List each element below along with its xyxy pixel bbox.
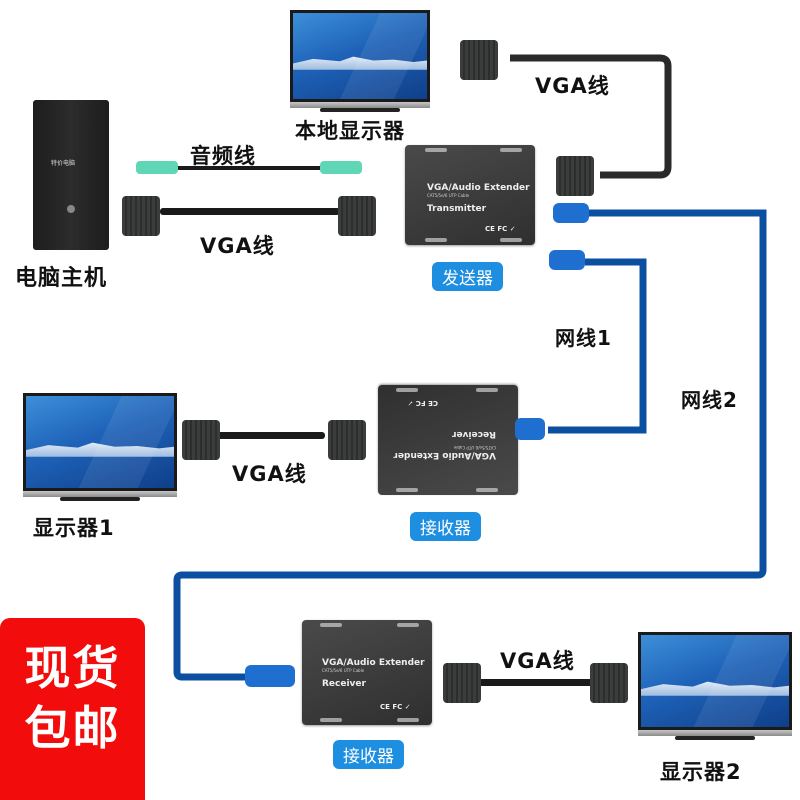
device-type: Receiver xyxy=(452,429,496,439)
device-type: Receiver xyxy=(322,679,366,689)
vga-cable-monitor1-label: VGA线 xyxy=(232,462,307,486)
monitor-2 xyxy=(638,632,792,740)
pc-tower: 特价电脑 xyxy=(33,100,109,250)
audio-plug xyxy=(320,161,362,174)
promo-line-1: 现货 xyxy=(24,641,121,695)
device-cable-spec: CAT5/5e/6 UTP Cable xyxy=(322,668,365,673)
receiver-1-badge: 接收器 xyxy=(410,512,481,541)
vga-connector xyxy=(122,196,160,236)
monitor-1-label: 显示器1 xyxy=(33,516,115,540)
vga-cable-pc-label: VGA线 xyxy=(200,234,275,258)
device-cable-spec: CAT5/5e/6 UTP Cable xyxy=(453,445,496,450)
pc-front-text: 特价电脑 xyxy=(51,160,76,167)
vga-connector xyxy=(443,663,481,703)
rj45-plug xyxy=(549,250,585,270)
cert-marks: CE FC ✓ xyxy=(407,399,438,407)
vga-cable-monitor2-label: VGA线 xyxy=(500,649,575,673)
vga-cable-monitor2 xyxy=(475,679,595,686)
network-cable-2 xyxy=(173,209,767,681)
transmitter-badge: 发送器 xyxy=(432,262,503,291)
vga-connector xyxy=(338,196,376,236)
transmitter-device: VGA/Audio Extender CAT5/5e/6 UTP Cable T… xyxy=(405,145,535,245)
network-cable-2-label: 网线2 xyxy=(681,388,738,412)
cert-marks: CE FC ✓ xyxy=(485,225,516,233)
receiver-1-device: VGA/Audio Extender CAT5/5e/6 UTP Cable R… xyxy=(378,385,518,495)
network-cable-1-label: 网线1 xyxy=(555,326,612,350)
vga-connector xyxy=(328,420,366,460)
network-cable-1 xyxy=(548,258,647,434)
receiver-2-badge: 接收器 xyxy=(333,740,404,769)
vga-cable-pc xyxy=(160,208,340,215)
device-model: VGA/Audio Extender xyxy=(427,183,530,193)
device-model: VGA/Audio Extender xyxy=(393,450,496,460)
device-type: Transmitter xyxy=(427,204,487,214)
receiver-2-device: VGA/Audio Extender CAT5/5e/6 UTP Cable R… xyxy=(302,620,432,725)
vga-connector xyxy=(182,420,220,460)
device-model: VGA/Audio Extender xyxy=(322,658,425,668)
rj45-plug xyxy=(245,665,295,687)
vga-connector xyxy=(460,40,498,80)
promo-line-2: 包邮 xyxy=(24,701,121,755)
monitor-2-label: 显示器2 xyxy=(660,760,742,784)
vga-connector xyxy=(556,156,594,196)
cert-marks: CE FC ✓ xyxy=(380,703,411,711)
audio-cable xyxy=(165,166,325,170)
vga-cable-local xyxy=(510,54,672,179)
audio-plug xyxy=(136,161,178,174)
device-cable-spec: CAT5/5e/6 UTP Cable xyxy=(427,193,470,198)
promo-banner: 现货 包邮 xyxy=(0,618,145,800)
local-monitor xyxy=(290,10,430,112)
vga-cable-monitor1 xyxy=(215,432,325,439)
local-monitor-label: 本地显示器 xyxy=(295,119,405,143)
vga-connector xyxy=(590,663,628,703)
monitor-screen xyxy=(290,10,430,102)
vga-cable-local-label: VGA线 xyxy=(535,74,610,98)
rj45-plug xyxy=(553,203,589,223)
monitor-1 xyxy=(23,393,177,501)
rj45-plug xyxy=(515,418,545,440)
pc-label: 电脑主机 xyxy=(15,266,108,291)
power-button-icon xyxy=(67,205,75,213)
audio-cable-label: 音频线 xyxy=(190,144,256,168)
